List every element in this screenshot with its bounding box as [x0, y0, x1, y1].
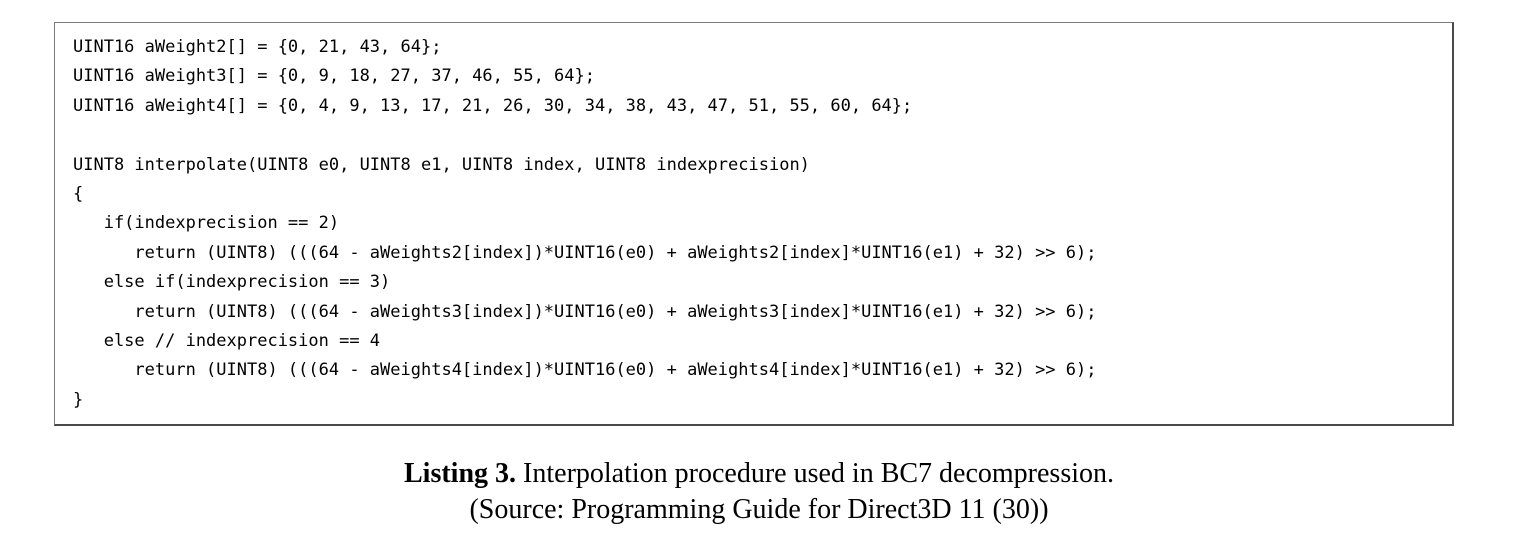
code-line — [73, 121, 1097, 150]
code-line: { — [73, 183, 84, 204]
caption-text: Interpolation procedure used in BC7 deco… — [516, 458, 1114, 489]
code-line: UINT16 aWeight4[] = {0, 4, 9, 13, 17, 21… — [73, 95, 913, 116]
code-block: UINT16 aWeight2[] = {0, 21, 43, 64}; UINT… — [73, 33, 1097, 415]
code-line: else // indexprecision == 4 — [73, 330, 381, 351]
code-line: } — [73, 389, 84, 410]
code-listing-box: UINT16 aWeight2[] = {0, 21, 43, 64}; UINT… — [54, 22, 1454, 426]
code-line: UINT16 aWeight2[] = {0, 21, 43, 64}; — [73, 37, 442, 57]
code-line: UINT8 interpolate(UINT8 e0, UINT8 e1, UI… — [73, 154, 810, 175]
code-line: return (UINT8) (((64 - aWeights3[index])… — [73, 301, 1097, 322]
code-line: if(indexprecision == 2) — [73, 213, 340, 234]
code-line: else if(indexprecision == 3) — [73, 272, 391, 293]
code-line: return (UINT8) (((64 - aWeights4[index])… — [73, 360, 1097, 381]
caption-source: (Source: Programming Guide for Direct3D … — [469, 494, 1049, 525]
code-line: UINT16 aWeight3[] = {0, 9, 18, 27, 37, 4… — [73, 66, 595, 87]
listing-caption: Listing 3. Interpolation procedure used … — [0, 456, 1518, 528]
caption-label: Listing 3. — [404, 458, 517, 489]
code-line: return (UINT8) (((64 - aWeights2[index])… — [73, 242, 1097, 263]
caption-title-line: Listing 3. Interpolation procedure used … — [0, 456, 1518, 492]
